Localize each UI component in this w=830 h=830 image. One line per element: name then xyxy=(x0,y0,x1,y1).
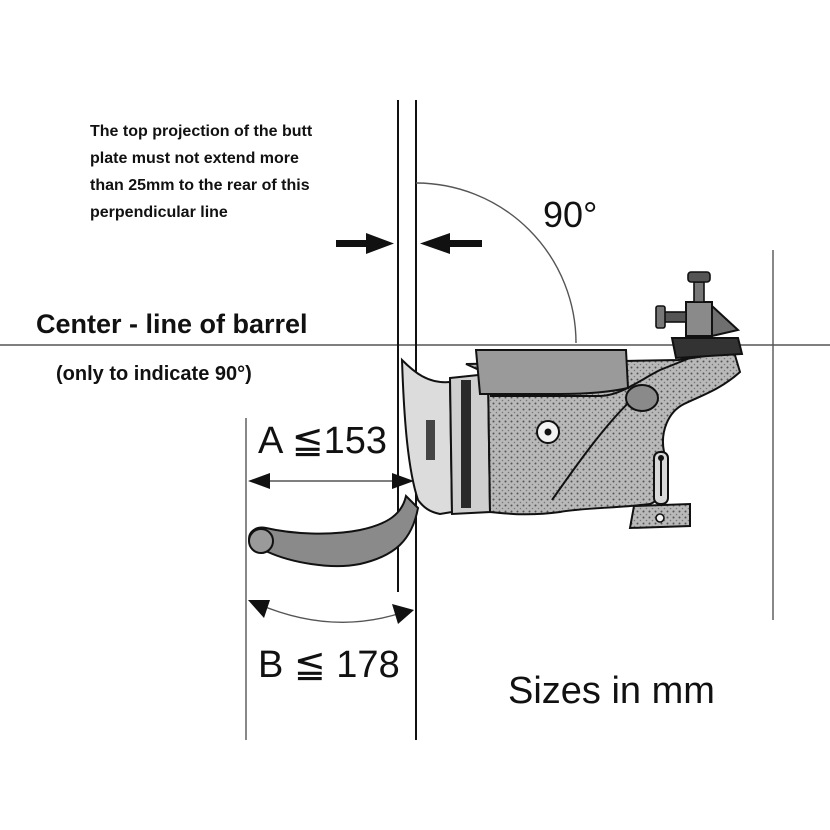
centerline-sublabel: (only to indicate 90°) xyxy=(56,363,252,385)
rule-note-line-4: perpendicular line xyxy=(90,204,228,221)
dimension-a-arrow xyxy=(248,473,414,489)
rule-note-line-3: than 25mm to the rear of this xyxy=(90,177,310,194)
dimension-a-label: A ≦153 xyxy=(258,420,388,462)
dimension-b-label: B ≦ 178 xyxy=(258,644,400,686)
rule-note: The top projection of the butt plate must… xyxy=(90,118,400,226)
arrow-left-icon xyxy=(420,233,482,254)
units-label: Sizes in mm xyxy=(508,670,715,712)
centerline-label: Center - line of barrel xyxy=(36,309,308,339)
dimension-b-arrow xyxy=(248,600,414,624)
right-angle-arc xyxy=(415,182,577,344)
rear-sight xyxy=(670,337,744,360)
rule-note-line-2: plate must not extend more xyxy=(90,150,299,167)
top-rail xyxy=(474,349,630,395)
angle-label: 90° xyxy=(543,194,598,235)
rule-note-line-1: The top projection of the butt xyxy=(90,123,313,140)
arrow-right-icon xyxy=(336,233,394,254)
pistol-illustration xyxy=(248,271,744,568)
trigger-knob xyxy=(625,384,659,412)
palm-shelf xyxy=(248,494,420,568)
